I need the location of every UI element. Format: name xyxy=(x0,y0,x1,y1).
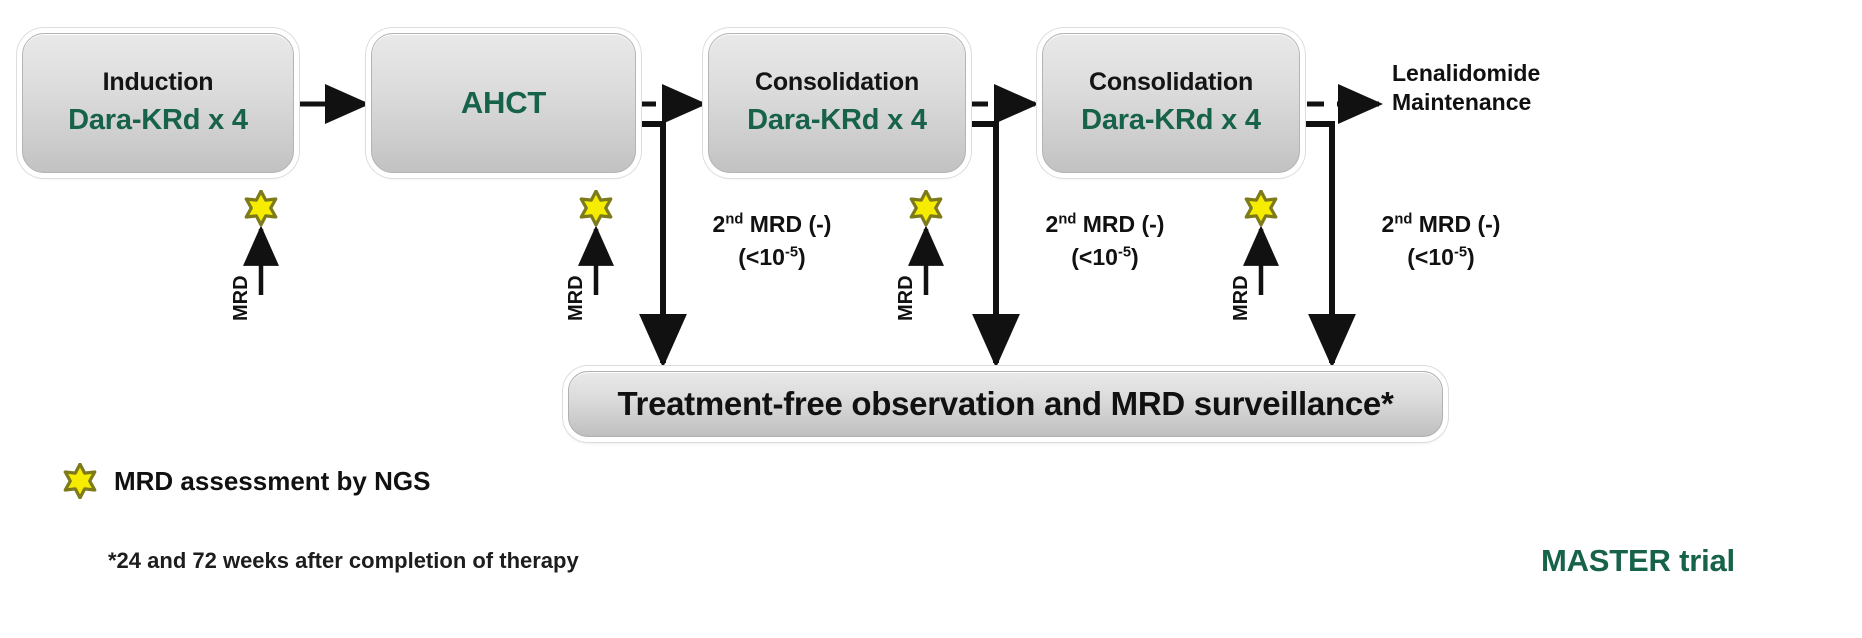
star-icon-mrd-3 xyxy=(908,189,944,231)
branch-label-3-line-1: 2nd MRD (-) xyxy=(1381,211,1501,237)
maintenance-label: Lenalidomide Maintenance xyxy=(1392,59,1540,118)
branch-label-3: 2nd MRD (-) (<10-5) xyxy=(1346,208,1536,273)
box-regimen-ahct: AHCT xyxy=(460,84,547,120)
box-title-consolidation-1: Consolidation xyxy=(754,67,920,96)
branch-label-2-line-2: (<10-5) xyxy=(1071,243,1139,270)
mrd-label-4: MRD xyxy=(1230,275,1252,321)
legend-label: MRD assessment by NGS xyxy=(114,465,431,496)
mrd-label-1: MRD xyxy=(230,275,252,321)
observation-bar-label: Treatment-free observation and MRD surve… xyxy=(617,385,1394,422)
branch-label-3-line-2: (<10-5) xyxy=(1407,243,1475,270)
box-regimen-consolidation-1: Dara-KRd x 4 xyxy=(747,104,927,137)
branch-path-consolidation2-to-observation xyxy=(1300,121,1356,368)
box-regimen-consolidation-2: Dara-KRd x 4 xyxy=(1081,104,1261,137)
branch-label-1-line-2: (<10-5) xyxy=(738,243,806,270)
star-icon-mrd-2 xyxy=(578,189,614,231)
box-title-induction: Induction xyxy=(102,67,214,96)
box-regimen-induction: Dara-KRd x 4 xyxy=(68,104,248,137)
treatment-box-consolidation-2[interactable]: Consolidation Dara-KRd x 4 xyxy=(1042,33,1300,173)
legend: MRD assessment by NGS xyxy=(62,463,430,499)
branch-label-1-line-1: 2nd MRD (-) xyxy=(712,211,832,237)
mrd-label-2: MRD xyxy=(565,275,587,321)
mrd-label-3: MRD xyxy=(895,275,917,321)
branch-path-consolidation1-to-observation xyxy=(964,121,1020,368)
treatment-box-induction[interactable]: Induction Dara-KRd x 4 xyxy=(22,33,294,173)
maintenance-line-1: Lenalidomide xyxy=(1392,60,1541,86)
branch-path-ahct-to-observation xyxy=(632,121,687,368)
box-title-consolidation-2: Consolidation xyxy=(1088,67,1254,96)
star-icon-mrd-4 xyxy=(1243,189,1279,231)
maintenance-line-2: Maintenance xyxy=(1392,89,1532,116)
treatment-box-consolidation-1[interactable]: Consolidation Dara-KRd x 4 xyxy=(708,33,966,173)
branch-label-2: 2nd MRD (-) (<10-5) xyxy=(1010,208,1200,273)
trial-name-label: MASTER trial xyxy=(1541,543,1735,578)
treatment-box-ahct[interactable]: AHCT xyxy=(371,33,636,173)
star-icon-mrd-1 xyxy=(243,189,279,231)
branch-label-1: 2nd MRD (-) (<10-5) xyxy=(677,208,867,273)
branch-label-2-line-1: 2nd MRD (-) xyxy=(1045,211,1165,237)
footnote: *24 and 72 weeks after completion of the… xyxy=(108,548,579,573)
observation-bar[interactable]: Treatment-free observation and MRD surve… xyxy=(568,371,1443,437)
star-icon-legend xyxy=(62,463,98,499)
